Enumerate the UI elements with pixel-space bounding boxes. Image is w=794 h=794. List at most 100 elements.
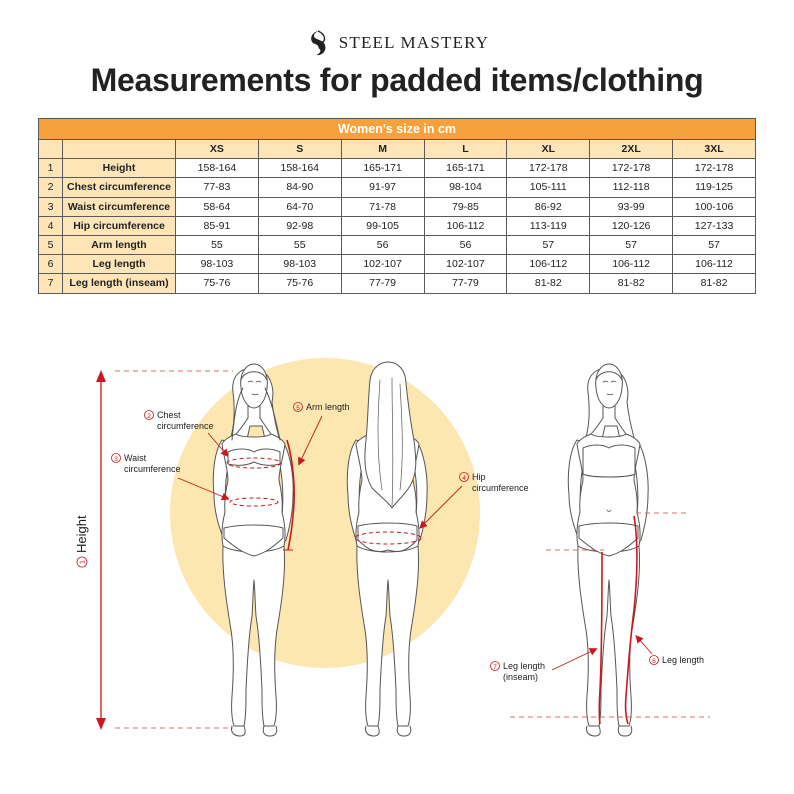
table-row-label: Hip circumference xyxy=(62,215,176,236)
table-cell: 58-64 xyxy=(175,196,259,217)
table-cell: 165-171 xyxy=(423,158,508,179)
table-row-label: Waist circumference xyxy=(62,196,176,217)
table-cell: 106-112 xyxy=(423,215,508,236)
table-cell: 75-76 xyxy=(257,273,342,294)
hip-label-line1: Hip xyxy=(472,472,486,482)
table-cell: 119-125 xyxy=(672,177,756,198)
table-row-label: Height xyxy=(62,158,176,179)
table-cell: 92-98 xyxy=(257,215,342,236)
table-cell: 112-118 xyxy=(589,177,674,198)
table-cell: 158-164 xyxy=(175,158,259,179)
table-cell: 106-112 xyxy=(672,254,756,275)
table-cell: 75-76 xyxy=(175,273,259,294)
table-cell: 55 xyxy=(175,234,259,256)
height-label: 1 Height xyxy=(74,515,89,568)
brand-name: Steel Mastery xyxy=(338,33,490,52)
table-cell: 98-103 xyxy=(175,254,259,275)
chest-label: 2 Chest circumference xyxy=(144,410,229,458)
table-cell: 172-178 xyxy=(672,158,756,179)
table-row-index: 5 xyxy=(38,234,63,256)
table-cell: 57 xyxy=(589,234,674,256)
hip-label-line2: circumference xyxy=(472,483,529,493)
table-cell: 85-91 xyxy=(175,215,259,236)
table-cell: 57 xyxy=(672,234,756,256)
front-figure xyxy=(212,363,294,737)
table-row-label: Leg length xyxy=(62,254,176,275)
arm-label: 5 Arm length xyxy=(293,402,350,466)
table-cell: 165-171 xyxy=(340,158,425,179)
table-cell: 106-112 xyxy=(506,254,591,275)
waist-label-line2: circumference xyxy=(124,464,181,474)
table-cell: 102-107 xyxy=(340,254,425,275)
table-cell: 93-99 xyxy=(589,196,674,217)
table-cell: 98-103 xyxy=(257,254,342,275)
table-cell: 172-178 xyxy=(589,158,674,179)
chest-label-number: 2 xyxy=(147,413,151,420)
table-cell: 100-106 xyxy=(672,196,756,217)
waist-label: 3 Waist circumference xyxy=(111,453,230,501)
leg-measure-lines xyxy=(510,512,710,725)
arm-measure-line xyxy=(286,439,295,551)
front-measure-lines xyxy=(226,439,295,551)
table-cell: 99-105 xyxy=(340,215,425,236)
table-row-index: 4 xyxy=(38,215,63,236)
height-label-text: Height xyxy=(74,515,89,553)
table-column-header: 2XL xyxy=(589,138,674,160)
table-column-header: 3XL xyxy=(672,138,756,160)
brand-header: Steel Mastery xyxy=(0,26,794,60)
table-cell: 79-85 xyxy=(423,196,508,217)
table-cell: 106-112 xyxy=(589,254,674,275)
table-row-label: Chest circumference xyxy=(62,177,176,198)
table-cell: 84-90 xyxy=(257,177,342,198)
table-cell: 81-82 xyxy=(506,273,591,294)
leg-label-text: Leg length xyxy=(662,655,704,665)
table-row-index: 7 xyxy=(38,273,63,294)
table-cell: 172-178 xyxy=(506,158,591,179)
table-cell: 81-82 xyxy=(672,273,756,294)
waist-measure-line xyxy=(229,497,279,507)
inseam-label-line1: Leg length xyxy=(503,661,545,671)
table-column-header: M xyxy=(340,138,425,160)
arm-label-text: Arm length xyxy=(306,402,350,412)
table-row-index: 1 xyxy=(38,158,63,179)
inseam-measure-line xyxy=(598,551,603,725)
table-cell: 77-79 xyxy=(423,273,508,294)
steel-mastery-logo-icon xyxy=(310,30,326,56)
table-column-header: S xyxy=(257,138,342,160)
inseam-label: 7 Leg length (inseam) xyxy=(490,648,598,682)
table-cell: 77-83 xyxy=(175,177,259,198)
table-cell: 105-111 xyxy=(506,177,591,198)
table-row-label: Arm length xyxy=(62,234,176,256)
height-label-number: 1 xyxy=(80,560,87,564)
table-cell: 57 xyxy=(506,234,591,256)
arm-label-number: 5 xyxy=(296,405,300,412)
inseam-label-line2: (inseam) xyxy=(503,672,538,682)
table-cell: 86-92 xyxy=(506,196,591,217)
waist-label-line1: Waist xyxy=(124,453,147,463)
table-row-index: 2 xyxy=(38,177,63,198)
table-cell: 55 xyxy=(257,234,342,256)
table-cell: 71-78 xyxy=(340,196,425,217)
table-cell: 102-107 xyxy=(423,254,508,275)
table-cell: 91-97 xyxy=(340,177,425,198)
table-cell: 120-126 xyxy=(589,215,674,236)
table-row-index: 3 xyxy=(38,196,63,217)
table-cell: 64-70 xyxy=(257,196,342,217)
page-title: Measurements for padded items/clothing xyxy=(90,62,704,98)
table-column-header: XL xyxy=(506,138,591,160)
leg-label: 6 Leg length xyxy=(635,634,704,665)
table-row-index: 6 xyxy=(38,254,63,275)
hip-label: 4 Hip circumference xyxy=(419,472,529,529)
table-cell: 127-133 xyxy=(672,215,756,236)
table-column-header: XS xyxy=(175,138,259,160)
table-column-header: L xyxy=(423,138,508,160)
hip-label-number: 4 xyxy=(462,475,466,482)
waist-label-number: 3 xyxy=(114,456,118,463)
